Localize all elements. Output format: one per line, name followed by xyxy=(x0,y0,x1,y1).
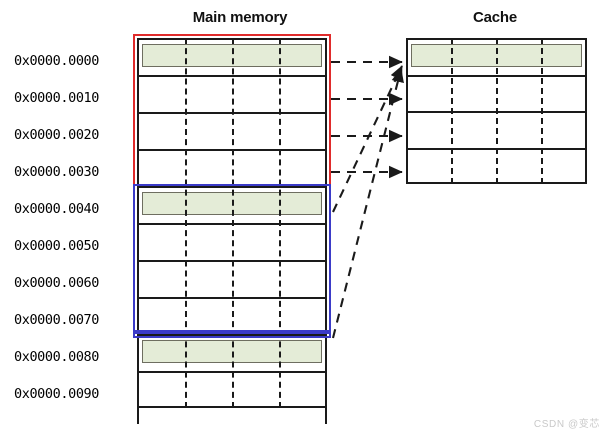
mapping-arrow-0040-to-line0 xyxy=(332,65,403,213)
memory-address-label: 0x0000.0070 xyxy=(14,312,100,328)
main-memory-table xyxy=(137,38,327,424)
memory-group-blue-partial xyxy=(133,330,331,338)
memory-address-label: 0x0000.0010 xyxy=(14,90,100,106)
memory-group-red xyxy=(133,34,331,186)
memory-address-label: 0x0000.0060 xyxy=(14,275,100,291)
memory-address-label: 0x0000.0000 xyxy=(14,53,100,69)
memory-table-continuation xyxy=(137,408,139,424)
mapping-arrow-0080-to-line0 xyxy=(331,68,404,339)
memory-column-divider xyxy=(185,38,187,408)
cache-column-divider xyxy=(451,38,453,184)
cache-column-divider xyxy=(496,38,498,184)
cache-column-divider xyxy=(541,38,543,184)
memory-address-label: 0x0000.0020 xyxy=(14,127,100,143)
cache-table xyxy=(406,38,587,184)
memory-address-label: 0x0000.0030 xyxy=(14,164,100,180)
main-memory-title: Main memory xyxy=(192,9,288,26)
memory-group-blue xyxy=(133,184,331,334)
memory-column-divider xyxy=(232,38,234,408)
cache-title: Cache xyxy=(472,9,518,26)
memory-address-label: 0x0000.0050 xyxy=(14,238,100,254)
memory-table-continuation xyxy=(325,408,327,424)
memory-address-label: 0x0000.0090 xyxy=(14,386,100,402)
memory-address-label: 0x0000.0080 xyxy=(14,349,100,365)
memory-address-label: 0x0000.0040 xyxy=(14,201,100,217)
memory-column-divider xyxy=(279,38,281,408)
watermark: CSDN @变芯 xyxy=(533,419,600,430)
